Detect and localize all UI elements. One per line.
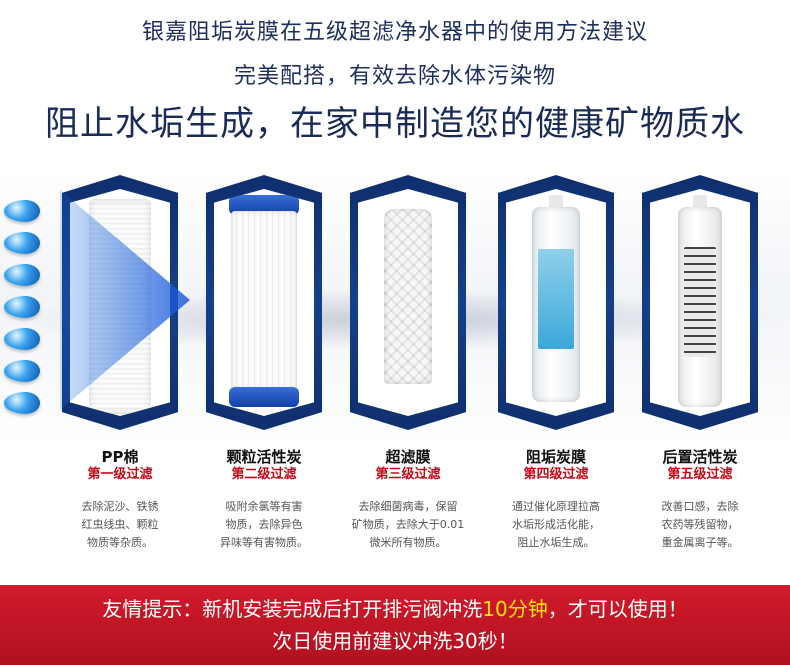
notice-line-1: 友情提示：新机安装完成后打开排污阀冲洗10分钟，才可以使用！ (102, 597, 688, 621)
filter-panel-4 (498, 175, 614, 430)
stage-name: 阻垢炭膜 (525, 448, 586, 466)
water-drop-icon (4, 296, 40, 318)
stage-level: 第一级过滤 (87, 467, 153, 482)
stage-caption-5: 后置活性炭 第五级过滤 改善口感，去除 农药等残留物， 重金属离子等。 (625, 448, 775, 552)
stage-caption-3: 超滤膜 第三级过滤 去除细菌病毒，保留 矿物质，去除大于0.01 微米所有物质。 (333, 448, 483, 552)
water-drops-decoration (0, 192, 40, 422)
stage-name: 超滤膜 (385, 448, 431, 466)
stage-caption-1: PP棉 第一级过滤 去除泥沙、铁锈 红虫线虫、颗粒 物质等杂质。 (45, 448, 195, 552)
post-activated-carbon-cartridge-icon (678, 207, 722, 407)
stage-description: 去除细菌病毒，保留 矿物质，去除大于0.01 微米所有物质。 (351, 500, 465, 549)
stage-caption-2: 颗粒活性炭 第二级过滤 吸附余氯等有害 物质，去除异色 异味等有害物质。 (189, 448, 339, 552)
water-drop-icon (4, 264, 40, 286)
water-drop-icon (4, 392, 40, 414)
granular-carbon-cartridge-icon (231, 211, 297, 391)
water-drop-icon (4, 360, 40, 382)
stage-name: PP棉 (101, 448, 139, 466)
water-drop-icon (4, 232, 40, 254)
filter-panel-5 (642, 175, 758, 430)
headline-sub: 完美配搭，有效去除水体污染物 (233, 64, 556, 89)
stage-description: 吸附余氯等有害 物质，去除异色 异味等有害物质。 (220, 500, 308, 549)
stage-description: 通过催化原理拉高 水垢形成活化能， 阻止水垢生成。 (512, 500, 600, 549)
stage-level: 第二级过滤 (231, 467, 297, 482)
notice-line-2: 次日使用前建议冲洗30秒！ (272, 629, 518, 653)
scale-inhibitor-carbon-membrane-icon (532, 207, 580, 402)
notice-banner: 友情提示：新机安装完成后打开排污阀冲洗10分钟，才可以使用！ 次日使用前建议冲洗… (0, 585, 790, 665)
stage-description: 改善口感，去除 农药等残留物， 重金属离子等。 (661, 500, 739, 549)
water-drop-icon (4, 328, 40, 350)
headline-main: 阻止水垢生成，在家中制造您的健康矿物质水 (45, 104, 745, 144)
stage-description: 去除泥沙、铁锈 红虫线虫、颗粒 物质等杂质。 (81, 500, 159, 549)
notice-highlight: 10分钟 (482, 597, 548, 621)
water-drop-icon (4, 200, 40, 222)
cartridge-cap-icon (229, 387, 299, 407)
ultrafiltration-membrane-icon (384, 209, 432, 384)
filter-panel-2 (206, 175, 322, 430)
flow-arrow-icon (60, 190, 190, 410)
headline-top: 银嘉阻垢炭膜在五级超滤净水器中的使用方法建议 (141, 20, 648, 45)
stage-level: 第五级过滤 (667, 467, 733, 482)
stage-caption-4: 阻垢炭膜 第四级过滤 通过催化原理拉高 水垢形成活化能， 阻止水垢生成。 (481, 448, 631, 552)
filter-panel-3 (350, 175, 466, 430)
stage-level: 第三级过滤 (375, 467, 441, 482)
stage-name: 后置活性炭 (662, 448, 738, 466)
stage-level: 第四级过滤 (523, 467, 589, 482)
cartridge-cap-icon (229, 195, 299, 215)
stage-name: 颗粒活性炭 (226, 448, 302, 466)
